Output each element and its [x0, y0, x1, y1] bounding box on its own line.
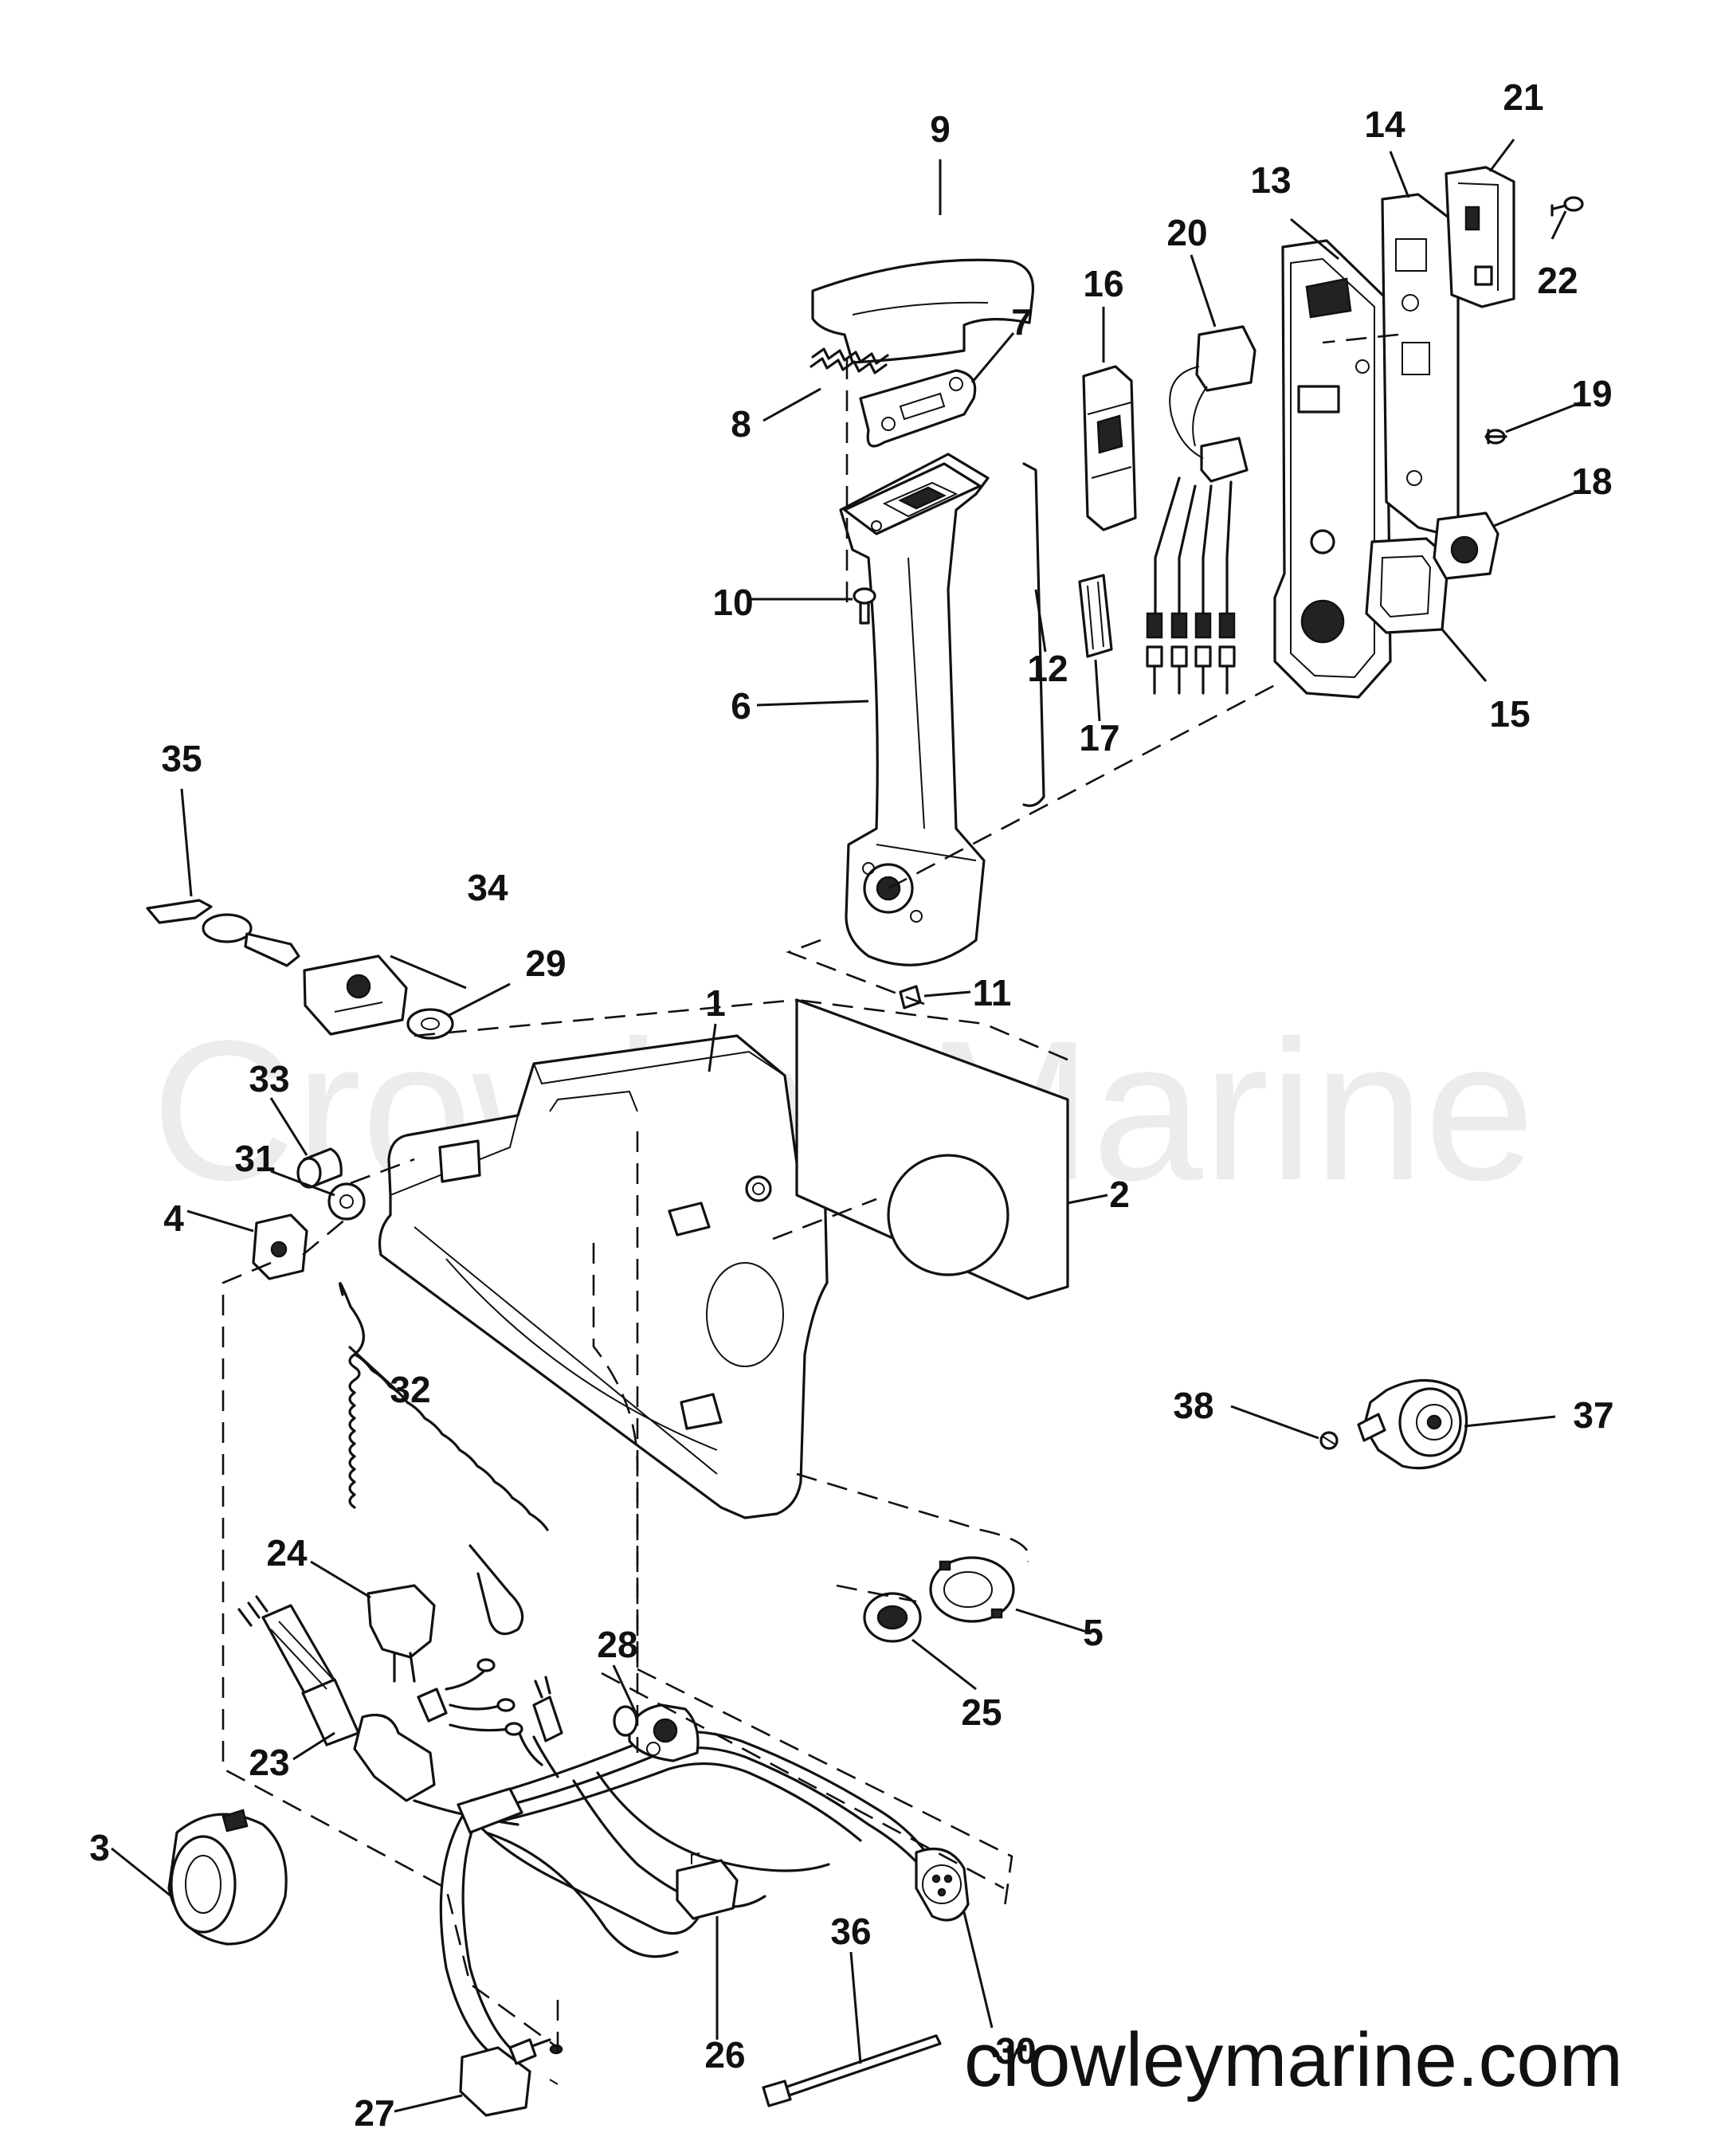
callout-10: 10: [712, 582, 753, 623]
part-33-sleeve: [296, 1147, 343, 1189]
part-6-handle-arm: [839, 453, 990, 966]
part-14-gasket: [1381, 193, 1460, 539]
part-21-bracket: [1445, 166, 1515, 308]
callout-2: 2: [1109, 1174, 1130, 1215]
callout-32: 32: [390, 1369, 430, 1410]
callout-14: 14: [1364, 104, 1405, 145]
part-3-grommet: [167, 1809, 288, 1946]
part-20-switch-harness: [1146, 325, 1256, 695]
part-38-screw: [1319, 1431, 1339, 1450]
callout-numbers: 9 7 8 10 6 12 11 13 14 21 22 19 18 15 16…: [89, 76, 1613, 2134]
dash-gasket: [1322, 333, 1399, 344]
callout-12: 12: [1027, 648, 1068, 689]
part-4-block: [252, 1213, 308, 1280]
callout-5: 5: [1083, 1612, 1104, 1653]
part-37-horn: [1357, 1378, 1468, 1470]
callout-13: 13: [1250, 159, 1291, 201]
part-17-connector: [1078, 574, 1113, 658]
part-27-switch: [459, 2038, 563, 2117]
dashed-assembly-lines: [221, 998, 1068, 2056]
part-1-housing: [378, 1034, 829, 1519]
part-25-nut: [863, 1592, 922, 1643]
callout-18: 18: [1571, 461, 1612, 502]
part-18-knob: [1433, 512, 1500, 580]
part-19-screw: [1484, 429, 1507, 445]
callout-25: 25: [961, 1691, 1002, 1733]
callout-15: 15: [1489, 693, 1530, 735]
callout-6: 6: [731, 685, 751, 727]
part-11-screw: [899, 985, 922, 1009]
callout-4: 4: [163, 1198, 184, 1239]
dash-screw-11: [786, 939, 925, 1005]
callout-3: 3: [89, 1827, 110, 1868]
callout-26: 26: [704, 2034, 745, 2076]
callout-33: 33: [249, 1058, 289, 1100]
part-35-key-clip: [146, 899, 300, 967]
callout-8: 8: [731, 403, 751, 445]
dash-handle-to-plate: [888, 684, 1276, 890]
callout-22: 22: [1537, 260, 1578, 301]
part-26-module: [676, 1852, 739, 1920]
wiring-harness: [439, 1727, 970, 2057]
part-10-screw: [853, 587, 876, 625]
leader-lines: [111, 139, 1582, 2113]
callout-17: 17: [1079, 717, 1119, 759]
part-16-switch-block: [1082, 365, 1137, 531]
callout-24: 24: [266, 1532, 308, 1574]
bullet-connectors: [417, 1658, 563, 1742]
part-2-mounting-plate: [795, 998, 1069, 1300]
callout-36: 36: [830, 1911, 871, 1952]
callout-27: 27: [354, 2092, 394, 2134]
part-22-screw: [1550, 196, 1584, 217]
callout-30: 30: [995, 2030, 1036, 2072]
callout-35: 35: [161, 738, 202, 779]
part-31-washer: [327, 1182, 366, 1221]
callout-16: 16: [1083, 263, 1123, 304]
part-12-rod: [1022, 462, 1045, 807]
part-23-harness-connector: [237, 1595, 519, 1826]
part-7-bracket: [859, 369, 977, 448]
part-8-spring: [810, 347, 889, 374]
watermark-url: crowleymarine.com: [964, 2017, 1623, 2103]
callout-1: 1: [705, 982, 726, 1024]
part-24-plug: [367, 1584, 436, 1683]
callout-37: 37: [1573, 1394, 1613, 1436]
callout-19: 19: [1571, 373, 1612, 414]
callout-29: 29: [525, 943, 566, 984]
part-5-retainer: [929, 1556, 1015, 1623]
callout-28: 28: [597, 1624, 637, 1665]
part-32-lanyard: [339, 1282, 549, 1636]
part-9-handle-cap: [811, 258, 1035, 364]
callout-34: 34: [467, 867, 508, 908]
callout-38: 38: [1173, 1385, 1213, 1426]
part-29-nut: [406, 1008, 454, 1040]
part-28-switch: [613, 1703, 700, 1762]
part-13-cover-plate: [1273, 239, 1392, 699]
callout-23: 23: [249, 1742, 289, 1783]
part-36-cable-tie: [762, 2034, 942, 2107]
callout-20: 20: [1166, 212, 1207, 253]
part-34-lock-plate: [303, 955, 408, 1036]
callout-31: 31: [234, 1138, 275, 1179]
callout-9: 9: [930, 108, 951, 150]
callout-7: 7: [1011, 301, 1032, 343]
callout-21: 21: [1503, 76, 1543, 118]
callout-11: 11: [973, 972, 1012, 1013]
